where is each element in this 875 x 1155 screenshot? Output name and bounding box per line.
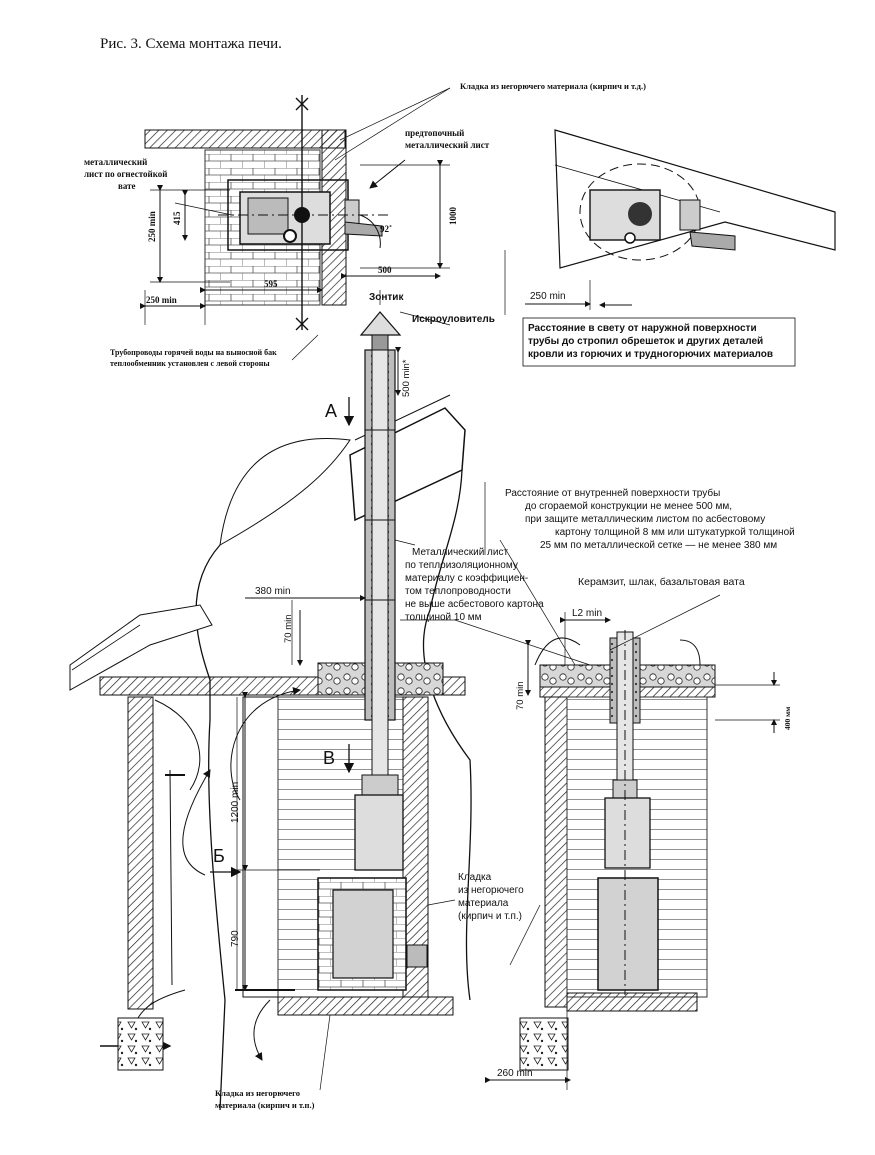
- dim-500: 500: [378, 265, 392, 275]
- label-inner-1: Расстояние от внутренней поверхности тру…: [505, 487, 720, 499]
- label-umbrella: Зонтик: [369, 292, 404, 303]
- label-metal-sheet-3: вате: [118, 181, 136, 191]
- label-fill: Керамзит, шлак, базальтовая вата: [578, 576, 745, 588]
- side-section-view: [454, 482, 780, 1090]
- dim-415: 415: [172, 211, 182, 225]
- dim-400mm: 400 мм: [783, 707, 792, 730]
- dim-1200min: 1200 min: [230, 782, 241, 823]
- dim-70min-left: 70 min: [283, 614, 294, 643]
- marker-v: В: [323, 748, 335, 768]
- label-metal-sheet-2: лист по огнестойкой: [84, 169, 167, 179]
- label-inner-4: картону толщиной 8 мм или штукатуркой то…: [555, 527, 795, 538]
- label-inner-5: 25 мм по металлической сетке — не менее …: [540, 540, 777, 551]
- label-insul-4: том теплопроводности: [405, 586, 511, 597]
- label-pre-firebox-1: предтопочный: [405, 128, 464, 138]
- dim-250min-horizontal: 250 min: [146, 295, 177, 305]
- label-masonry-right-2: из негорючего: [458, 885, 524, 896]
- main-section-view: [69, 290, 472, 1111]
- label-pipes-1: Трубопроводы горячей воды на выносной ба…: [110, 348, 277, 357]
- label-insul-1: Металлический лист: [412, 547, 508, 558]
- roof-detail-view: [504, 129, 836, 315]
- label-insul-5: не выше асбестового картона: [405, 598, 544, 610]
- label-pipes-2: теплообменник установлен с левой стороны: [110, 359, 270, 368]
- clearance-note-frame: [522, 317, 796, 367]
- label-clearance-3: кровли из горючих и трудногорючих матери…: [528, 349, 773, 360]
- label-metal-sheet-1: металлический: [84, 157, 147, 167]
- marker-b: Б: [213, 846, 225, 866]
- label-pre-firebox-2: металлический лист: [405, 140, 490, 150]
- dim-500min: 500 min*: [401, 359, 412, 397]
- dim-790: 790: [230, 930, 241, 947]
- label-masonry-right-3: материала: [458, 898, 509, 909]
- label-masonry-bottom-1: Кладка из негорючего: [215, 1088, 300, 1098]
- dim-l2min: L2 min: [572, 608, 602, 619]
- label-clearance-2: трубы до стропил обрешеток и других дета…: [528, 335, 763, 347]
- label-masonry-bottom-2: материала (кирпич и т.п.): [215, 1100, 315, 1110]
- dim-70min-right: 70 min: [515, 681, 526, 710]
- label-clearance-1: Расстояние в свету от наружной поверхнос…: [528, 323, 757, 334]
- figure-caption: Рис. 3. Схема монтажа печи.: [100, 36, 282, 52]
- dim-260min: 260 min: [497, 1068, 533, 1079]
- label-masonry-top: Кладка из негорючего материала (кирпич и…: [460, 81, 646, 91]
- label-masonry-right-4: (кирпич и т.п.): [458, 911, 522, 922]
- label-inner-2: до сгораемой конструкции не менее 500 мм…: [525, 501, 732, 512]
- dim-380min: 380 min: [255, 586, 291, 597]
- dim-250min-detail: 250 min: [530, 291, 566, 302]
- label-insul-2: по теплоизоляционному: [405, 560, 518, 571]
- dim-595: 595: [264, 279, 278, 289]
- plan-view: [140, 87, 451, 361]
- label-insul-6: толщиной 10 мм: [405, 612, 482, 623]
- dim-1000: 1000: [448, 207, 458, 226]
- marker-a: А: [325, 401, 337, 421]
- label-inner-3: при защите металлическим листом по асбес…: [525, 513, 765, 525]
- dim-250min-vertical: 250 min: [147, 211, 157, 242]
- label-spark-arrester: Искроуловитель: [412, 314, 495, 325]
- label-masonry-right-1: Кладка: [458, 872, 492, 883]
- label-insul-3: материалу с коэффициен-: [405, 572, 528, 584]
- dim-92-degrees: 92˚: [380, 224, 392, 234]
